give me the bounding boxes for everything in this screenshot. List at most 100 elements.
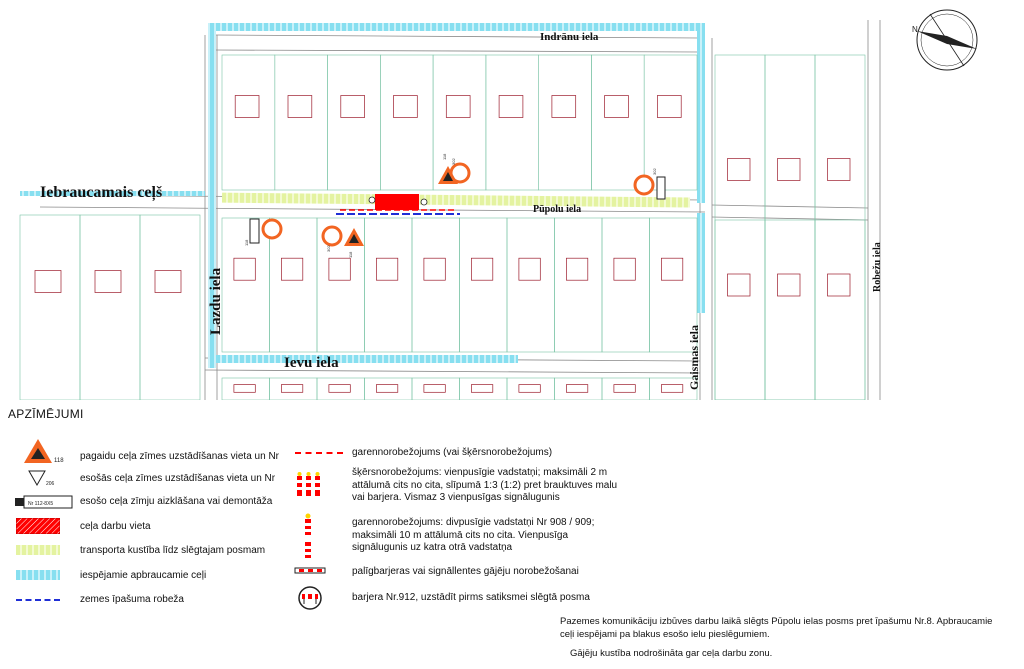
property-parcels — [19, 54, 866, 400]
legend-longitudinal-posts: garennorobežojums: divpusīgie vadstatņi … — [352, 517, 595, 553]
parcel — [459, 377, 508, 400]
parcel — [764, 219, 816, 400]
building — [423, 257, 446, 281]
legend-cover-sign: esošo ceļa zīmju aizklāšana vai demontāž… — [80, 496, 273, 507]
parcel — [411, 217, 460, 353]
sign-label-302-south: 302 — [326, 245, 331, 252]
road-indranu — [214, 34, 701, 53]
street-pupolu: Pūpolu iela — [533, 204, 581, 215]
parcel — [19, 214, 81, 400]
building — [661, 257, 684, 281]
svg-text:N: N — [912, 25, 918, 34]
parcel — [554, 217, 603, 353]
legend-sign-num-206: 206 — [46, 481, 55, 487]
parcel — [649, 377, 698, 400]
barrier-912-icon — [298, 586, 322, 610]
parcel — [221, 377, 270, 400]
legend-sidewalk-sign: pagaidu ceļa zīmes uzstādīšanas vieta un… — [80, 451, 279, 462]
building — [287, 95, 313, 118]
parcel — [364, 217, 413, 353]
street-gaismas: Gaismas iela — [687, 325, 701, 390]
parcel — [591, 54, 645, 191]
parcel — [601, 217, 650, 353]
legend-existing-sign: esošās ceļa zīmes uzstādīšanas vieta un … — [80, 473, 276, 484]
sign-group-west: 118 — [244, 218, 283, 246]
building — [727, 158, 751, 181]
parcel — [221, 54, 276, 191]
parcel — [601, 377, 650, 400]
building — [661, 384, 684, 393]
building — [518, 384, 541, 393]
building — [566, 384, 589, 393]
sign-label-302-east: 302 — [652, 168, 657, 175]
legend-barrier-912: barjera Nr.912, uzstādīt pirms satiksmei… — [352, 592, 590, 603]
legend-longitudinal: garennorobežojums (vai šķērsnorobežojums… — [352, 447, 553, 458]
temporary-signs: 302 118 302 302 118 118 — [244, 153, 666, 258]
building — [777, 158, 801, 181]
note-line-2: ceļi iespējami pa blakus esošo ielu pies… — [560, 629, 770, 640]
work-sign-triangle-icon: 118 — [24, 439, 64, 464]
sign-label-118-west: 118 — [244, 239, 249, 246]
parcel — [714, 54, 766, 400]
building — [551, 95, 577, 118]
street-iebraucamais: Iebraucamais ceļš — [40, 184, 162, 202]
legend-property-border: zemes īpašuma robeža — [80, 594, 184, 605]
building — [281, 257, 304, 281]
building — [498, 95, 524, 118]
traffic-route-swatch — [16, 545, 60, 555]
legend-work-site: ceļa darbu vieta — [80, 521, 151, 532]
building — [518, 257, 541, 281]
building — [328, 257, 351, 281]
legend: APZĪMĒJUMI 118 pagaidu ceļa zīmes uzstād… — [0, 400, 1024, 669]
parcel — [221, 217, 270, 353]
street-indranu: Indrānu iela — [540, 31, 599, 43]
street-labels: Indrānu iela Iebraucamais ceļš Pūpolu ie… — [40, 31, 883, 390]
parcel — [649, 217, 698, 353]
building — [657, 95, 682, 118]
building — [94, 270, 122, 293]
legend-cover-sign-num: Nr 112-8X5 — [28, 501, 53, 507]
parcel — [459, 217, 508, 353]
barrier-912-west — [368, 196, 376, 204]
building — [471, 257, 494, 281]
covered-sign-plate-icon: Nr 112-8X5 — [15, 495, 73, 509]
building — [154, 270, 182, 293]
road-lazdu — [204, 35, 218, 400]
building — [471, 384, 494, 393]
building — [328, 384, 351, 393]
legend-traffic-route: transporta kustība līdz slēgtajam posmam — [80, 545, 266, 556]
note-line-3: Gājēju kustība nodrošināta gar ceļa darb… — [570, 648, 773, 659]
building — [613, 257, 636, 281]
transverse-posts-icon — [297, 472, 320, 496]
sign-label-118-north: 118 — [442, 153, 447, 160]
sign-group-north: 302 118 — [438, 153, 471, 184]
building — [827, 158, 851, 181]
parcel — [714, 219, 766, 400]
building — [827, 273, 851, 297]
parcel — [274, 54, 328, 191]
road-network — [39, 20, 881, 400]
building — [376, 257, 399, 281]
parcel — [316, 377, 365, 400]
detour-roads-swatch — [16, 570, 60, 580]
building — [566, 257, 589, 281]
building — [604, 95, 629, 118]
building — [445, 95, 471, 118]
note-line-1: Pazemes komunikāciju izbūves darbu laikā… — [560, 616, 993, 627]
building — [613, 384, 636, 393]
site-map: 302 118 302 302 118 118 In — [19, 9, 978, 400]
parcel — [764, 54, 816, 400]
building — [233, 384, 256, 393]
work-zone-swatch — [16, 518, 60, 534]
parcel — [643, 54, 698, 191]
parcel — [411, 377, 460, 400]
sign-group-east: 302 — [633, 168, 666, 200]
work-zone — [375, 194, 419, 210]
legend-sign-num-118: 118 — [54, 458, 64, 464]
parcel — [538, 54, 592, 191]
parcel — [379, 54, 434, 191]
parcel — [485, 54, 539, 191]
longitudinal-posts-icon — [305, 513, 311, 558]
parcel — [814, 219, 866, 400]
